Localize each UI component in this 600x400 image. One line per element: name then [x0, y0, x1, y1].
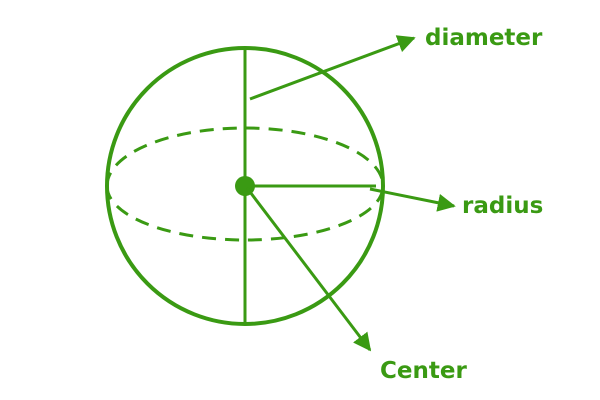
equator-front-dashed — [105, 185, 385, 242]
radius-arrow — [369, 187, 456, 212]
radius-label: radius — [462, 193, 543, 219]
diameter-label: diameter — [425, 25, 543, 51]
diameter-arrow — [249, 35, 416, 101]
center-label: Center — [380, 358, 467, 384]
center-arrow — [245, 187, 372, 352]
equator-back-dashed — [105, 126, 385, 187]
